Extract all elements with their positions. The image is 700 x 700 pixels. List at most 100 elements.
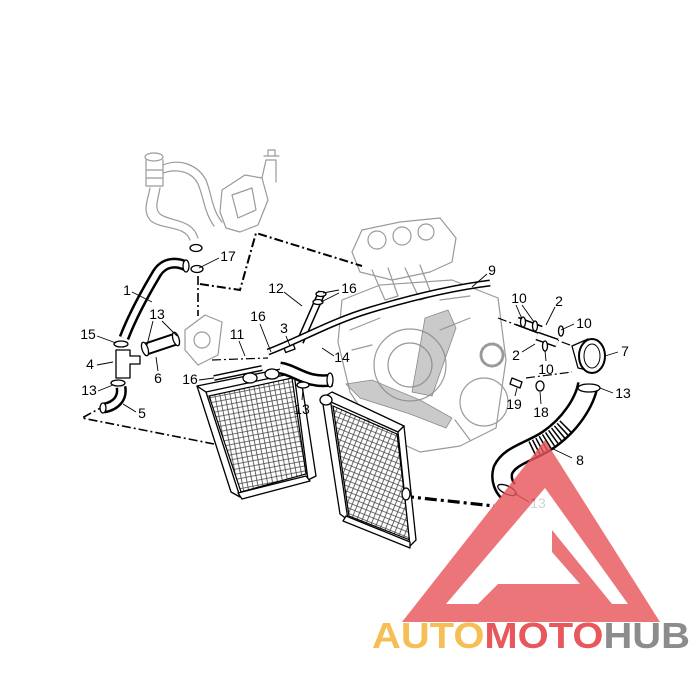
watermark-logo: [402, 440, 660, 622]
callout-5: 5: [138, 405, 146, 421]
callout-10: 10: [538, 361, 554, 377]
hose-9-body: [267, 281, 491, 354]
callout-4: 4: [86, 356, 94, 372]
callout-19: 19: [506, 396, 522, 412]
hose-16-11: [213, 365, 263, 381]
radiator-left: [196, 367, 317, 500]
alternator-cover: [373, 328, 447, 402]
o-ring-10-d: [541, 340, 549, 352]
callout-17: 17: [220, 248, 236, 264]
radiator-right-bottom-frame: [342, 515, 411, 549]
hose-5: [99, 386, 127, 414]
filler-cap: [144, 152, 164, 162]
leader-line-9: [471, 273, 488, 288]
tank-bracket: [219, 174, 269, 233]
callout-2: 2: [555, 293, 563, 309]
clip-15: [113, 340, 129, 348]
hose-14-end: [326, 372, 334, 388]
radiator-left-outlet: [264, 368, 280, 380]
callout-16: 16: [250, 308, 266, 324]
callout-13: 13: [294, 401, 310, 417]
hose-5-end: [99, 402, 107, 414]
callout-18: 18: [533, 404, 549, 420]
leader-line-11: [238, 340, 246, 357]
engine-block: [337, 217, 509, 453]
o-ring-10-b: [531, 320, 539, 332]
leader-line-4: [96, 361, 114, 366]
thermostat-housing: [184, 314, 223, 366]
connection-line-11: [211, 357, 269, 361]
radiator-right-outlet: [401, 487, 411, 501]
hose-1: [118, 257, 190, 340]
leader-line-13-c: [97, 384, 114, 392]
connection-line-bolts: [525, 371, 573, 379]
cylinder-head: [351, 217, 457, 281]
o-ring-10-a: [519, 316, 527, 328]
chain-guide: [411, 309, 457, 397]
clutch-cover: [459, 377, 509, 427]
callout-13: 13: [149, 306, 165, 322]
callout-labels: 17 1 13 15 4 13 5 6 16 11 16 3 12 16 14 …: [80, 248, 631, 511]
hose-6: [140, 331, 181, 357]
callout-11: 11: [230, 326, 245, 342]
leader-line-19: [514, 387, 518, 397]
leader-line-10-d: [544, 350, 547, 362]
leader-line-16-a: [198, 377, 215, 381]
leader-line-10-c: [560, 323, 575, 331]
leader-line-2-b: [521, 343, 536, 353]
hose-8-body: [493, 382, 597, 498]
thermostat-housing-body: [184, 314, 223, 366]
cam-cap-right: [417, 223, 435, 241]
logo-word-moto: MOTO: [484, 615, 603, 656]
callout-1: 1: [123, 282, 131, 298]
cam-cap-left: [367, 230, 387, 250]
ring-17-upper: [189, 243, 203, 253]
leader-line-1: [131, 291, 153, 303]
clamp-13-hose-8-top: [577, 383, 601, 393]
fittings-10-2: [515, 316, 565, 352]
callout-13: 13: [615, 385, 631, 401]
callout-15: 15: [80, 326, 96, 342]
logo-triangle-inner: [478, 530, 612, 604]
clamp-13-hose-14: [296, 381, 310, 389]
callout-10: 10: [576, 315, 592, 331]
clamp-16-upper: [315, 290, 327, 298]
bolt-19: [509, 377, 523, 389]
leader-line-10-b: [521, 304, 535, 323]
leader-line-16-c: [322, 289, 340, 294]
filler-neck: [145, 159, 164, 187]
leader-line-13-e: [599, 387, 614, 394]
leader-line-2-a: [545, 306, 556, 326]
hose-8: [491, 381, 601, 499]
drive-sprocket: [479, 342, 505, 368]
leader-line-16-d: [320, 292, 340, 303]
leader-line-13-b: [161, 320, 178, 337]
hose-14: [278, 361, 334, 389]
callout-14: 14: [334, 349, 350, 365]
hose-1-clamp: [182, 259, 190, 273]
leader-line-7: [604, 351, 619, 357]
hose-14-body: [279, 364, 333, 385]
breather-hose: [145, 187, 199, 241]
expansion-tank-assembly: [144, 149, 280, 241]
t-fitting-4: [115, 349, 141, 379]
callout-8: 8: [576, 452, 584, 468]
bracket-outlet: [261, 149, 280, 183]
leader-line-6: [155, 356, 159, 372]
leader-line-13-d: [301, 388, 304, 401]
hose-8-ribs: [526, 420, 572, 458]
o-ring-10-c: [557, 325, 565, 337]
callout-3: 3: [280, 320, 288, 336]
callout-13: 13: [81, 382, 97, 398]
radiator-right: [319, 391, 417, 549]
alternator-rotor: [387, 342, 433, 388]
hose-1-body: [121, 260, 188, 340]
callout-16: 16: [182, 371, 198, 387]
clamp-16-lower: [312, 298, 324, 306]
connection-line-radiator-right: [401, 494, 495, 508]
callout-10: 10: [511, 290, 527, 306]
callout-6: 6: [154, 370, 162, 386]
connection-line-tank: [199, 231, 363, 292]
